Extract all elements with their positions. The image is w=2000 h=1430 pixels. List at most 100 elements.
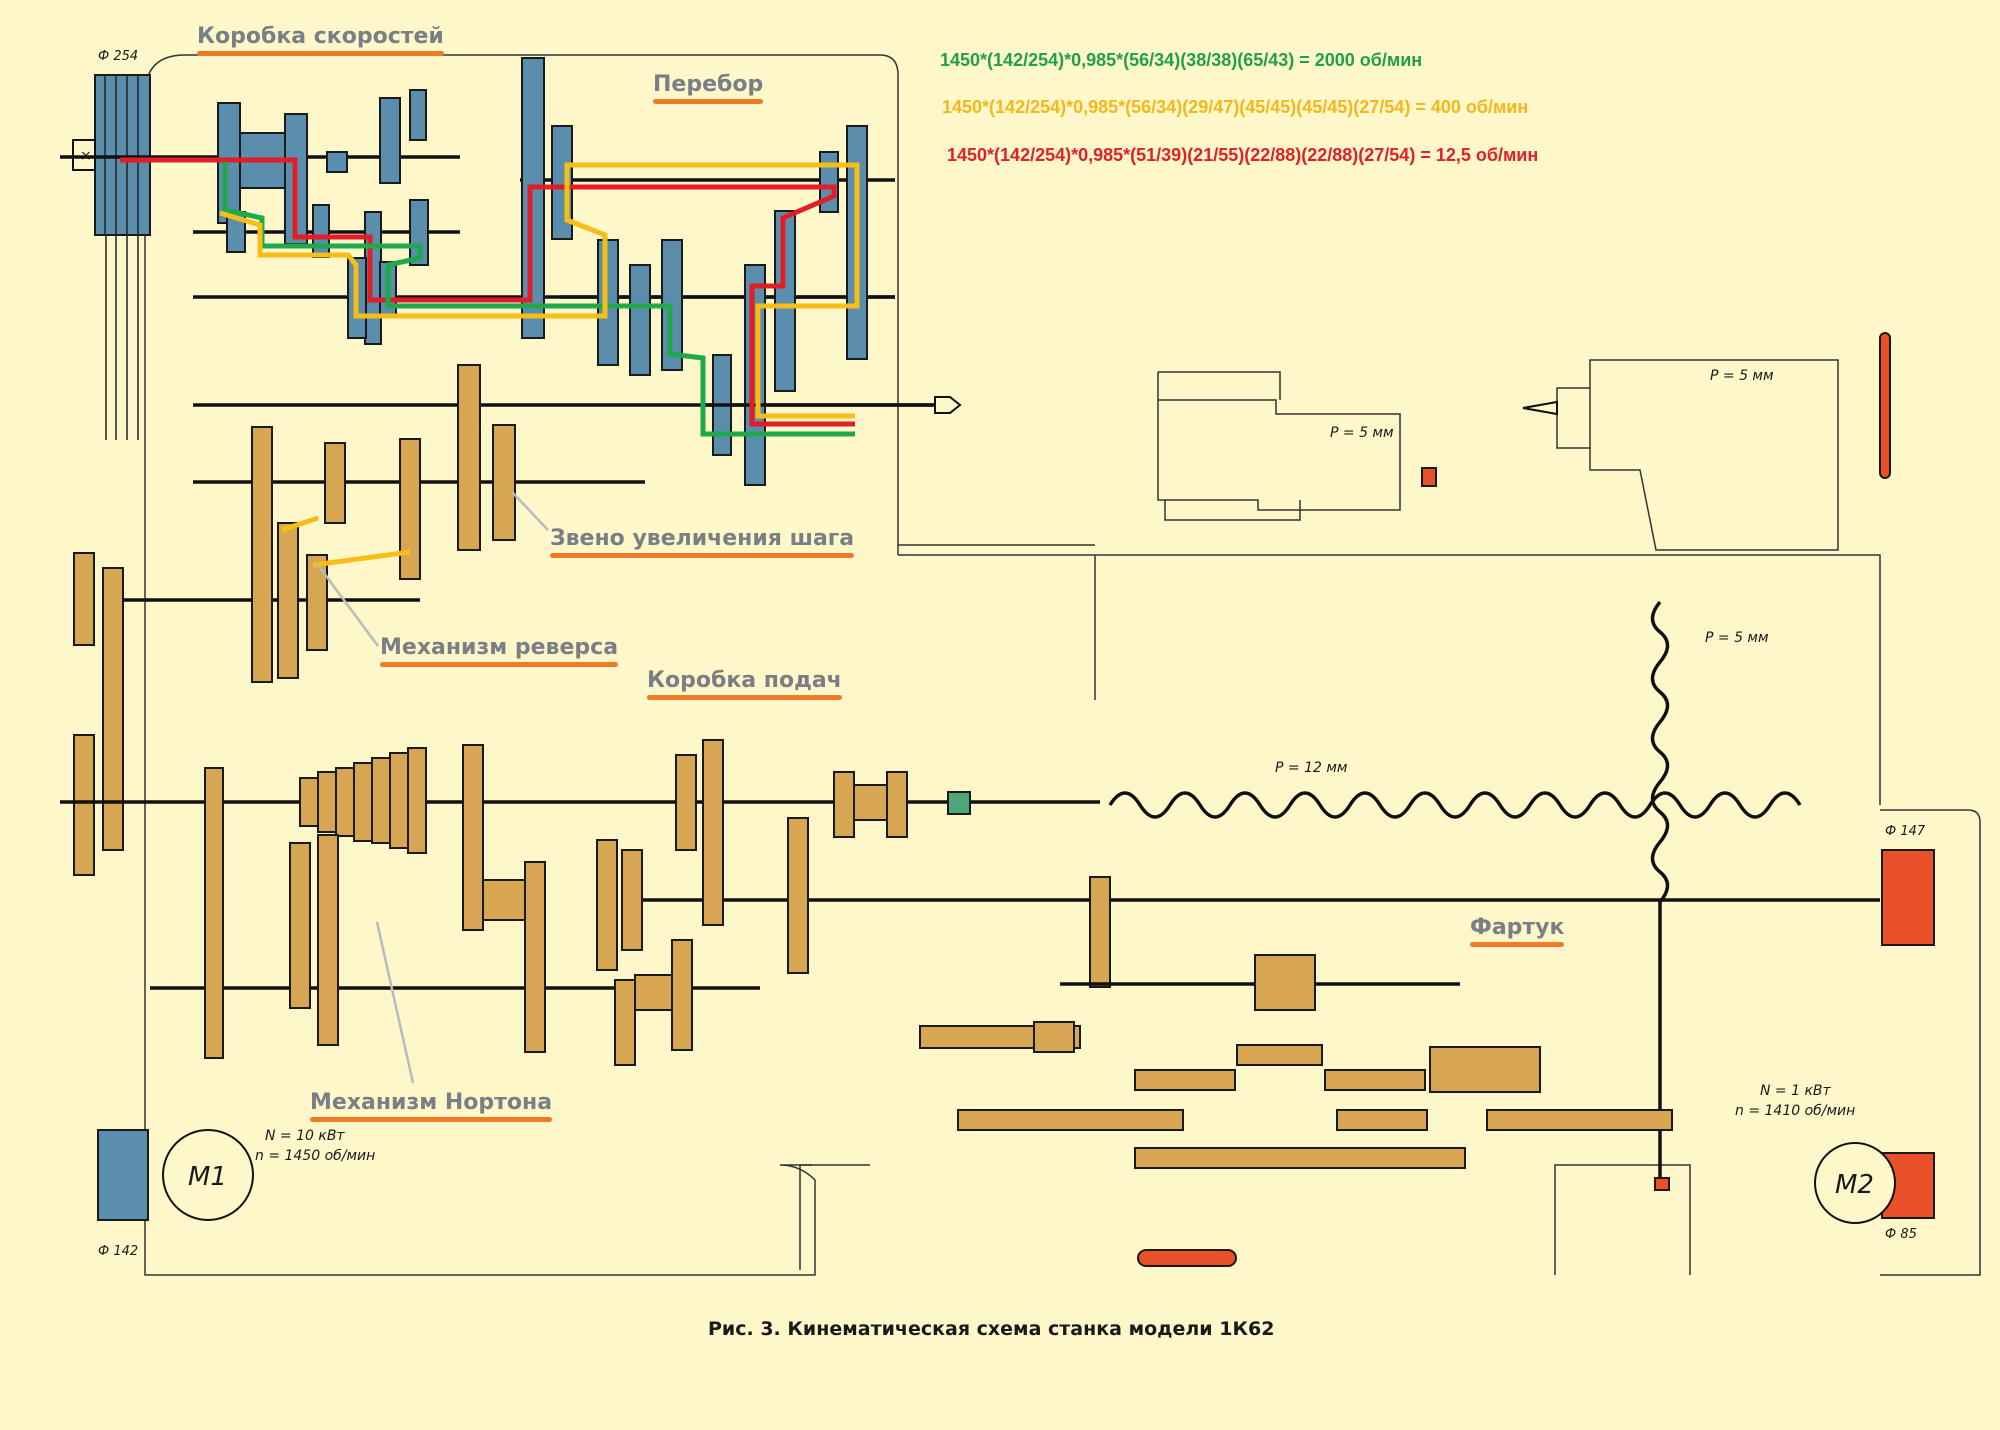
gear-z56-xiii — [787, 817, 809, 974]
pointer-norton — [375, 921, 415, 1084]
m2-power: N = 1 кВт — [1760, 1083, 1832, 1099]
gear-z28-mf6a — [833, 771, 855, 838]
gear-z28-b12 — [675, 754, 697, 851]
pointer-reverse — [316, 564, 380, 647]
label-back-gear: Перебор — [653, 72, 764, 104]
gear-z48 — [407, 747, 427, 854]
gear-z42 — [251, 426, 273, 683]
gear-z25 — [289, 842, 311, 1009]
clutch-mf1 — [326, 151, 348, 173]
gear-z45-apron — [1429, 1046, 1541, 1093]
gear-z35-z37 — [204, 767, 224, 1059]
motor-m1 — [162, 1129, 254, 1221]
gear-z40-right — [1336, 1109, 1428, 1131]
xxii-handle[interactable] — [1654, 1177, 1670, 1191]
gear-z26 — [299, 777, 319, 827]
pulley-142 — [97, 1129, 149, 1221]
figure-caption: Рис. 3. Кинематическая схема станка моде… — [708, 1318, 1275, 1340]
gear-z18 — [614, 979, 636, 1066]
apron-frame — [799, 1164, 1691, 1275]
gear-z35-x — [462, 744, 484, 931]
pulley-254: × — [72, 74, 151, 440]
gear-z28 — [324, 442, 346, 524]
gear-z88b — [774, 210, 796, 392]
tailstock — [1556, 359, 1839, 551]
gear-z66-z14 — [957, 1109, 1184, 1131]
cross-slide-handle[interactable] — [1421, 467, 1437, 487]
worm-z4 — [1254, 954, 1316, 1011]
pitch-cross-slide: P = 5 мм — [1330, 425, 1394, 441]
gear-z21 — [364, 211, 382, 345]
gear-z45-xiii — [596, 839, 618, 971]
lead-screw — [1108, 791, 1802, 819]
motor-m2-label: M2 — [1835, 1170, 1874, 1200]
label-reverse: Механизм реверса — [380, 635, 619, 667]
gear-z60 — [457, 364, 481, 551]
headstock-frame — [144, 54, 899, 1276]
gear-z44 — [389, 752, 409, 849]
pitch-tailstock: P = 5 мм — [1710, 368, 1774, 384]
label-speed-box: Коробка скоростей — [197, 24, 444, 56]
gear-z35-xiii — [621, 849, 643, 951]
gear-z37-left — [1134, 1069, 1236, 1091]
gear-z38 — [409, 199, 429, 266]
motor2-frame — [1880, 809, 1981, 1276]
bed-outline — [898, 544, 1881, 805]
pulley-254-label: Ф 254 — [98, 49, 138, 64]
tailstock-handwheel[interactable] — [1879, 332, 1891, 479]
gear-z61-z21 — [1486, 1109, 1673, 1131]
formula-400-rpm: 1450*(142/254)*0,985*(56/34)(29/47)(45/4… — [942, 97, 1529, 117]
gear-z32 — [335, 767, 355, 837]
gear-z28-norton — [317, 834, 339, 1046]
gear-z-sliding — [629, 264, 651, 376]
clutch-mf5 — [947, 791, 971, 815]
pulley-147 — [1881, 849, 1935, 946]
gear-z36 — [409, 89, 427, 141]
gear-z56 — [217, 102, 241, 224]
pulley-142-label: Ф 142 — [98, 1244, 138, 1259]
spindle-center — [934, 396, 962, 414]
pointer-pitch — [511, 491, 549, 531]
formula-2000-rpm: 1450*(142/254)*0,985*(56/34)(38/38)(65/4… — [940, 50, 1423, 70]
path-400-rpm — [219, 162, 860, 419]
gear-z48-b12 — [702, 739, 724, 926]
gear-z40 — [371, 757, 391, 844]
pitch-lead-screw: P = 12 мм — [1275, 760, 1348, 776]
gear-z97 — [73, 734, 95, 876]
tailstock-center — [1522, 400, 1558, 416]
pulley-147-label: Ф 147 — [1885, 824, 1926, 839]
gear-z45b — [597, 239, 619, 366]
gear-z28b — [317, 771, 337, 833]
gear-z35-rev — [306, 554, 328, 651]
m1-power: N = 10 кВт — [265, 1128, 345, 1144]
label-apron: Фартук — [1470, 915, 1565, 947]
handwheel-xix[interactable] — [1137, 1249, 1237, 1267]
gear-z27 — [744, 264, 766, 486]
gear-z45-b6 — [492, 424, 516, 541]
path-2000-rpm — [222, 162, 855, 437]
carriage — [1157, 371, 1401, 521]
gear-z64 — [73, 552, 95, 646]
pulley-85-label: Ф 85 — [1885, 1227, 1917, 1242]
motor-m2 — [1814, 1142, 1896, 1224]
pitch-cross-feed: P = 5 мм — [1705, 630, 1769, 646]
gear-z28-z35 — [524, 861, 546, 1053]
label-norton: Механизм Нортона — [310, 1090, 553, 1122]
m1-speed: n = 1450 об/мин — [255, 1148, 375, 1164]
gear-z35 — [399, 438, 421, 580]
motor-m1-label: M1 — [188, 1162, 227, 1192]
label-feed-box: Коробка подач — [647, 668, 842, 700]
cross-feed-screw — [1650, 600, 1670, 1190]
label-pitch-increase: Звено увеличения шага — [550, 526, 855, 558]
gear-z37-z40-z37 — [1134, 1147, 1466, 1169]
hub-xiii — [482, 879, 526, 921]
mf6-hub — [853, 784, 888, 821]
gear-z28-xii — [671, 939, 693, 1051]
m2-speed: n = 1410 об/мин — [1735, 1103, 1855, 1119]
gear-z42-z95 — [102, 567, 124, 851]
formula-12-5-rpm: 1450*(142/254)*0,985*(51/39)(21/55)(22/8… — [947, 145, 1539, 165]
gear-z88 — [521, 57, 545, 339]
gear-z10 — [1033, 1021, 1075, 1053]
path-12-5-rpm — [120, 157, 855, 427]
gear-z24 — [379, 97, 401, 184]
